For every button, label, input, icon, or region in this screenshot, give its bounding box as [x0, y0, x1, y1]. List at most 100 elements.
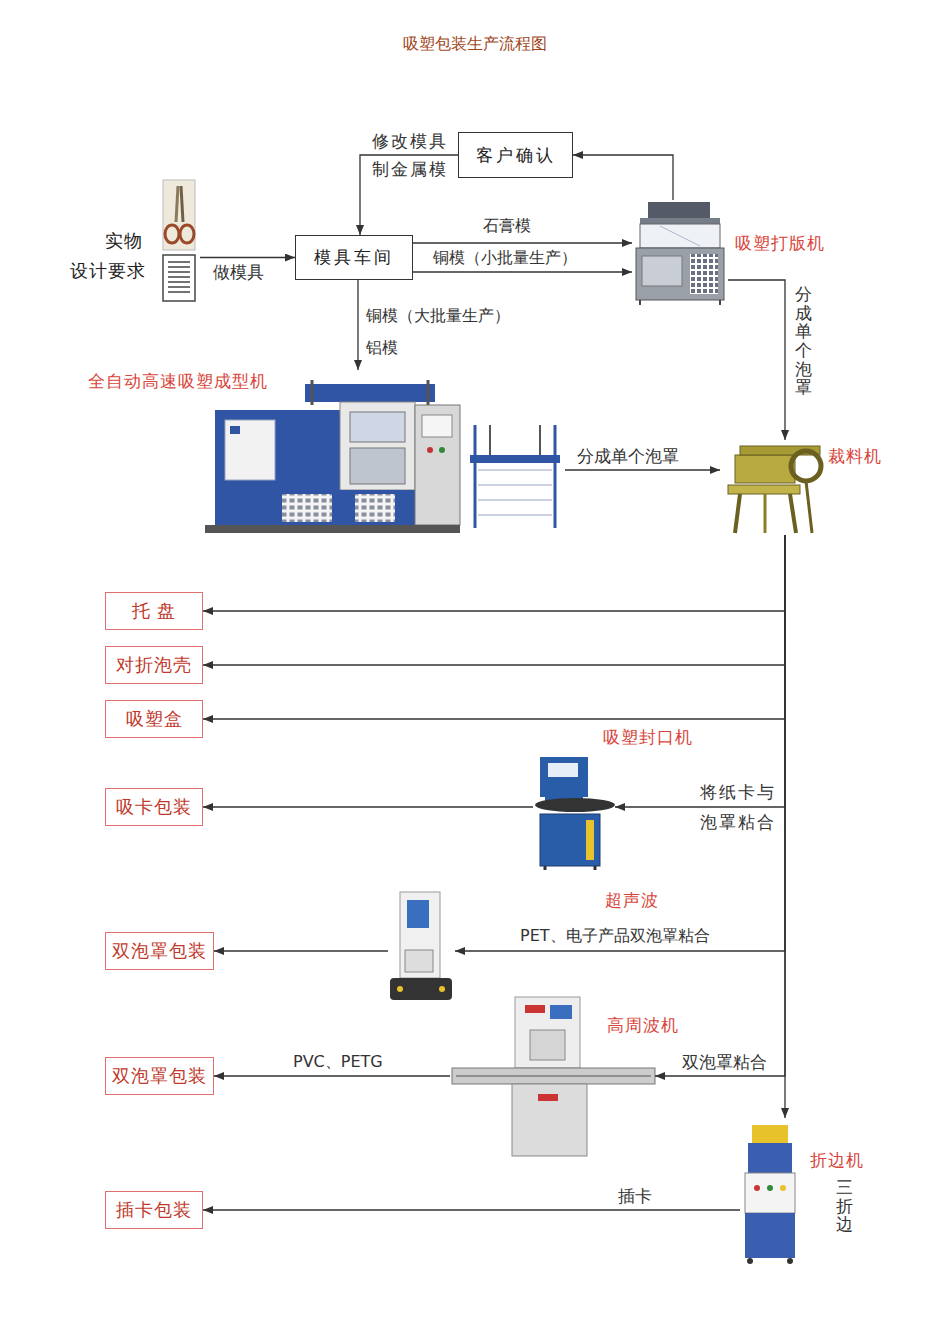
high-frequency-machine-part — [512, 1084, 587, 1156]
vacuum-proofing-machine-part — [642, 256, 682, 286]
edge-folding-machine-part — [747, 1258, 753, 1264]
forming-machine-part — [350, 448, 405, 484]
forming-machine-part — [215, 410, 340, 490]
flow-arrow — [200, 257, 295, 258]
high-frequency-machine-part — [456, 1076, 651, 1077]
cutting-machine-part — [764, 494, 767, 533]
high-frequency-machine-part — [525, 1005, 545, 1013]
edge-label: 分成单个泡罩 — [795, 285, 812, 397]
edge-label: 插卡 — [618, 1186, 652, 1206]
scissors-icon-part — [180, 225, 194, 243]
ultrasonic-machine — [390, 892, 452, 1000]
edge-folding-machine-part — [767, 1185, 773, 1191]
edge-label: PET、电子产品双泡罩粘合 — [520, 926, 710, 946]
edge-folding-machine — [745, 1125, 795, 1264]
edge-label: 做模具 — [213, 262, 264, 282]
box-label: 托 盘 — [132, 600, 177, 622]
edge-folding-machine-part — [748, 1143, 792, 1173]
flow-arrow — [784, 535, 785, 1118]
cutting-machine-part — [735, 455, 795, 483]
vacuum-proofing-machine-part — [719, 300, 721, 305]
flow-arrow — [413, 242, 632, 243]
edge-folding-machine-part — [745, 1213, 795, 1258]
sample-input: 实物设计要求 — [70, 178, 200, 302]
flow-arrow — [203, 806, 533, 807]
flow-arrow — [728, 280, 785, 440]
edge-label: 石膏模 — [483, 216, 531, 236]
vacuum-proofing-machine-part — [636, 248, 724, 300]
high-frequency-machine-part — [550, 1005, 572, 1019]
sealing-machine-part — [540, 814, 600, 866]
edge-label: 铜模（小批量生产） — [433, 248, 577, 268]
scissors-icon-part — [181, 186, 183, 222]
forming-machine — [205, 380, 560, 533]
edge-label: 将纸卡与泡罩粘合 — [700, 777, 782, 837]
sealing-machine-part — [586, 820, 594, 860]
box-label: 客户确认 — [476, 145, 556, 165]
cutting-machine-part — [735, 494, 740, 533]
box-label: 对折泡壳 — [116, 654, 192, 676]
box-label: 双泡罩包装 — [112, 1065, 207, 1087]
machine: 高周波机 — [450, 995, 655, 1160]
scissors-icon — [163, 180, 195, 250]
document-icon-part — [168, 262, 190, 292]
vacuum-proofing-machine-part — [648, 202, 710, 218]
product-box: 吸塑盒 — [105, 700, 203, 738]
edge-label: 分成单个泡罩 — [577, 446, 679, 466]
forming-machine-part — [427, 447, 433, 453]
edge-folding-machine-part — [752, 1125, 788, 1143]
product-box: 对折泡壳 — [105, 646, 203, 684]
forming-machine-part — [340, 402, 415, 490]
high-frequency-machine-part — [538, 1094, 558, 1101]
flow-arrow — [214, 1075, 450, 1076]
forming-machine-part — [205, 525, 460, 533]
sealing-machine-part — [540, 757, 588, 797]
sealing-machine-part — [594, 866, 597, 870]
forming-machine-part — [489, 425, 491, 455]
title: 吸塑包装生产流程图 — [0, 34, 950, 55]
document-icon-part — [163, 255, 195, 301]
box-label: 双泡罩包装 — [112, 940, 207, 962]
process-box: 客户确认 — [458, 132, 573, 178]
vacuum-proofing-machine-part — [640, 224, 720, 248]
scissors-icon-part — [163, 180, 195, 250]
machine-label: 吸塑封口机 — [603, 727, 693, 747]
high-frequency-machine-part — [452, 1068, 655, 1084]
cutting-machine — [728, 446, 821, 533]
machine: 全自动高速吸塑成型机 — [200, 370, 565, 540]
note-label: 三折边 — [836, 1178, 853, 1234]
box-label: 吸塑盒 — [126, 708, 183, 730]
vacuum-proofing-machine-part — [660, 226, 700, 246]
product-box: 托 盘 — [105, 592, 203, 630]
product-box: 插卡包装 — [105, 1191, 203, 1229]
flow-arrow — [455, 535, 785, 951]
product-box: 吸卡包装 — [105, 788, 203, 826]
flow-arrow — [203, 1209, 740, 1210]
machine: 超声波 — [388, 890, 455, 1005]
ultrasonic-machine-part — [390, 978, 452, 1000]
machine-label: 高周波机 — [607, 1015, 679, 1035]
scissors-icon-part — [176, 186, 178, 222]
forming-machine-part — [470, 455, 560, 463]
input-label: 设计要求 — [70, 260, 146, 282]
forming-machine-part — [282, 494, 332, 522]
flow-arrow — [655, 535, 785, 1076]
forming-machine-part — [554, 425, 557, 528]
vacuum-proofing-machine-part — [640, 218, 720, 224]
machine-label: 吸塑打版机 — [735, 233, 825, 253]
flow-arrow — [203, 535, 785, 719]
flow-arrow — [615, 535, 785, 807]
high-frequency-machine-part — [530, 1030, 565, 1060]
machine-label: 裁料机 — [828, 446, 882, 466]
input-label: 实物 — [105, 230, 143, 252]
edge-label: PVC、PETG — [293, 1052, 383, 1072]
box-label: 吸卡包装 — [116, 796, 192, 818]
sealing-machine-part — [548, 763, 578, 777]
ultrasonic-machine-part — [397, 986, 403, 992]
forming-machine-part — [439, 447, 445, 453]
box-label: 插卡包装 — [116, 1199, 192, 1221]
forming-machine-part — [225, 420, 275, 480]
vacuum-proofing-machine-part — [639, 300, 641, 305]
